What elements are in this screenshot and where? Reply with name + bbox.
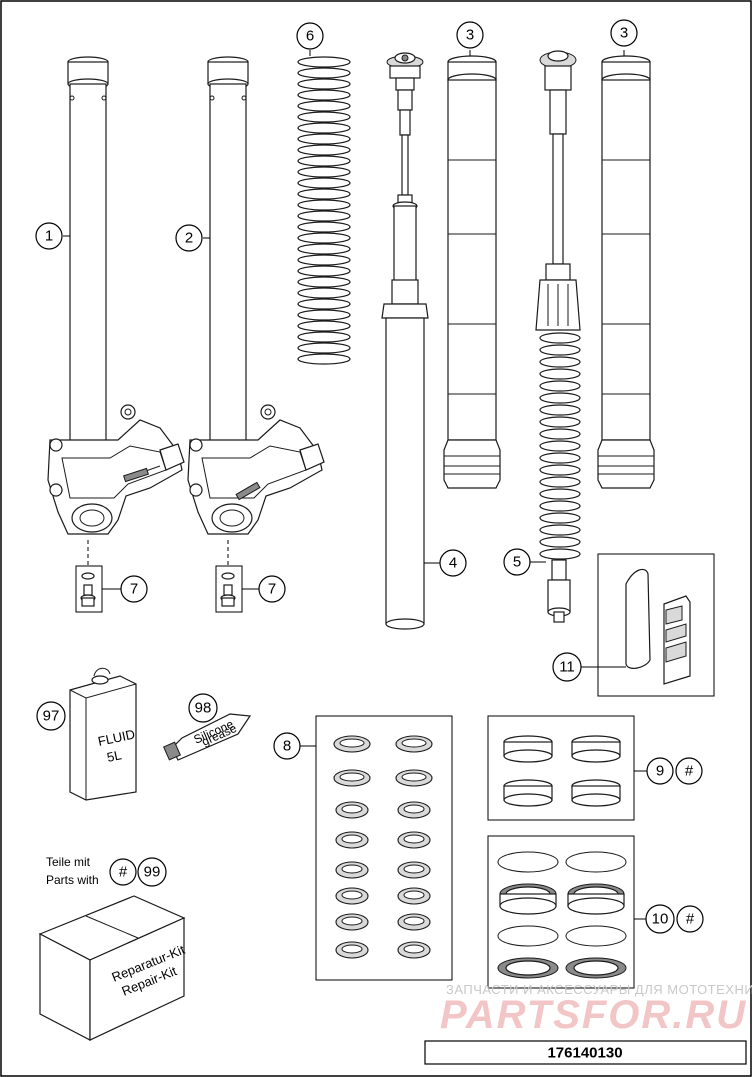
svg-text:7: 7 [130,581,138,598]
callout-5: 5 [503,548,531,576]
legend-line1: Teile mit [46,855,91,869]
callout-99: 99 [137,857,167,887]
svg-text:11: 11 [559,659,575,676]
cartridge-spring-5 [539,332,581,560]
fork-spring-6 [297,56,351,365]
svg-text:2: 2 [185,230,193,247]
callout-7-left: 7 [120,575,148,603]
svg-text:97: 97 [43,708,60,725]
drawing-code: 176140130 [547,1045,622,1062]
callout-99-hash: # [109,858,137,886]
drain-screw-7-right [215,565,243,613]
svg-text:8: 8 [283,738,291,755]
svg-text:1: 1 [45,228,53,245]
svg-text:5: 5 [513,554,521,571]
fork-seal-kit-10 [487,835,635,989]
callout-4: 4 [439,549,467,577]
svg-text:#: # [119,864,128,881]
callout-11: 11 [552,652,582,682]
callout-3-right: 3 [610,19,638,47]
svg-text:3: 3 [466,27,474,44]
inner-fork-tube-3-right [597,55,655,489]
callout-7-right: 7 [258,575,286,603]
svg-text:99: 99 [144,864,161,881]
callout-98: 98 [188,693,218,723]
legend-line2: Parts with [46,873,99,887]
svg-text:10: 10 [652,911,669,928]
callout-97: 97 [36,701,66,731]
svg-text:7: 7 [268,581,276,598]
svg-text:9: 9 [656,763,664,780]
callout-10: 10 [645,904,675,934]
callout-10-hash: # [676,905,704,933]
bushing-kit-9 [487,715,635,821]
fork-fluid-can-97: FLUID 5L [69,667,137,801]
svg-text:4: 4 [449,555,457,572]
callout-8: 8 [273,732,301,760]
drain-screw-7-left [75,565,103,613]
fork-outer-tube-2 [187,56,325,566]
callout-1: 1 [35,222,63,250]
callout-9: 9 [646,757,674,785]
svg-text:3: 3 [620,25,628,42]
fork-protector-11 [597,553,715,697]
repair-kit-box: Reparatur-Kit Repair-Kit [38,895,187,1041]
callout-9-hash: # [675,757,703,785]
callout-3-left: 3 [456,21,484,49]
svg-text:98: 98 [195,700,212,717]
watermark-tagline: ЗАПЧАСТИ И АКСЕССУАРЫ ДЛЯ МОТОТЕХНИКИ [446,982,752,997]
callout-2: 2 [175,224,203,252]
watermark-logo: PARTSFOR.RU [440,993,747,1037]
damping-cartridge-4 [381,52,429,630]
fork-outer-tube-1 [47,56,185,566]
svg-text:6: 6 [306,28,314,45]
drawing-code-box: 176140130 [424,1040,747,1065]
fluid-label-line2: 5L [106,747,123,765]
seal-kit-8 [315,715,453,981]
svg-text:#: # [685,763,694,780]
damping-cartridge-5 [535,50,581,623]
inner-fork-tube-3-left [443,55,501,489]
callout-6: 6 [296,22,324,50]
svg-text:#: # [686,911,695,928]
